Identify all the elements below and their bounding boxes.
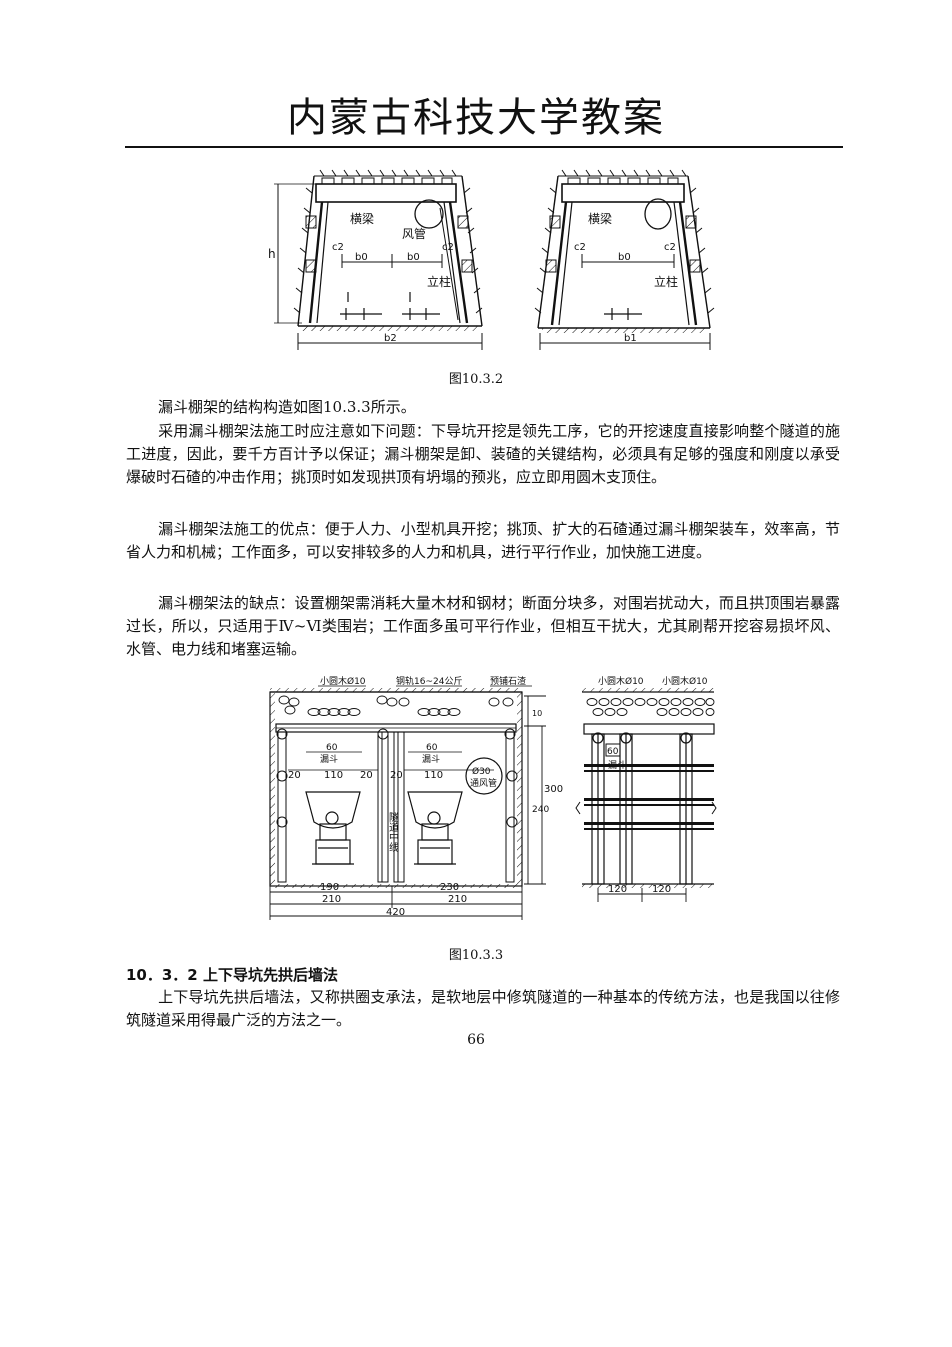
funnel-shed-side-view: 小圆木Ø10 小圆木Ø10 60 漏斗	[575, 675, 717, 902]
dim-300: 300	[544, 784, 563, 795]
right-c2-label-2: c2	[664, 242, 676, 253]
dim-210-right: 210	[448, 894, 467, 905]
left-b0-label-1: b0	[355, 252, 368, 263]
left-b0-label-2: b0	[407, 252, 420, 263]
right-post-label: 立柱	[654, 274, 678, 289]
paragraph-4: 漏斗棚架法的缺点：设置棚架需消耗大量木材和钢材；断面分块多，对围岩扰动大，而且拱…	[126, 594, 840, 658]
right-dim-120-a: 120	[608, 884, 627, 895]
left-c2-label-2: c2	[442, 242, 454, 253]
right-funnel-label: 漏斗	[608, 759, 626, 771]
left-c2-label-1: c2	[332, 242, 344, 253]
figure-10-3-2: 横梁 风管 立柱 h b0 b0 c2 c2 b2	[268, 169, 715, 350]
right-beam-label: 横梁	[588, 211, 612, 226]
funnel-shed-section: 小圆木Ø10 钢轨16~24公斤 预铺石渣	[269, 675, 563, 920]
dim-10: 10	[532, 709, 542, 718]
left-b2-label: b2	[384, 333, 397, 344]
dim-20-a: 20	[288, 770, 301, 781]
dim-110-right: 110	[424, 770, 443, 781]
left-beam-label: 横梁	[350, 211, 374, 226]
right-dim-60: 60	[607, 747, 619, 757]
page-title: 内蒙古科技大学教案	[287, 95, 665, 141]
dim-20-b: 20	[360, 770, 373, 781]
left-duct-label: 风管	[402, 226, 426, 241]
figure-10-3-2-caption: 图10.3.2	[448, 372, 504, 387]
dim-110-left: 110	[324, 770, 343, 781]
left-h-label: h	[268, 247, 276, 261]
funnel-label-right: 漏斗	[422, 753, 440, 765]
pipe-diameter-label: Ø30	[472, 766, 491, 777]
pipe-label: 通风管	[470, 777, 497, 789]
paragraph-3: 漏斗棚架法施工的优点：便于人力、小型机具开挖；挑顶、扩大的石碴通过漏斗棚架装车，…	[126, 520, 840, 561]
dim-240: 240	[532, 805, 549, 815]
dim-60-left: 60	[326, 743, 338, 753]
right-small-log-label-1: 小圆木Ø10	[598, 675, 644, 687]
dim-210-left: 210	[322, 894, 341, 905]
dim-230: 230	[440, 882, 459, 893]
dim-190: 190	[320, 882, 339, 893]
tunnel-center-label: 隧道中线	[387, 811, 399, 852]
right-b0-label: b0	[618, 252, 631, 263]
dim-20-c: 20	[390, 770, 403, 781]
section-heading: 10．3．2 上下导坑先拱后墙法	[126, 966, 338, 984]
right-frame-diagram: 横梁 立柱 b0 c2 c2 b1	[534, 169, 715, 350]
label-small-log: 小圆木Ø10	[320, 675, 366, 687]
figure-10-3-3-caption: 图10.3.3	[448, 948, 504, 963]
section-paragraph: 上下导坑先拱后墙法，又称拱圈支承法，是软地层中修筑隧道的一种基本的传统方法，也是…	[126, 988, 840, 1029]
right-c2-label-1: c2	[574, 242, 586, 253]
figure-10-3-3: 小圆木Ø10 钢轨16~24公斤 预铺石渣	[269, 675, 717, 920]
page-number: 66	[467, 1032, 485, 1048]
paragraph-1: 漏斗棚架的结构构造如图10.3.3所示。	[158, 398, 416, 416]
right-b1-label: b1	[624, 333, 637, 344]
left-frame-diagram: 横梁 风管 立柱 h b0 b0 c2 c2 b2	[268, 169, 483, 350]
right-small-log-label-2: 小圆木Ø10	[662, 675, 708, 687]
title-rule	[125, 146, 843, 148]
dim-420: 420	[386, 907, 405, 918]
funnel-label-left: 漏斗	[320, 753, 338, 765]
left-post-label: 立柱	[427, 274, 451, 289]
label-gravel: 预铺石渣	[490, 675, 526, 687]
right-dim-120-b: 120	[652, 884, 671, 895]
label-rail: 钢轨16~24公斤	[396, 675, 462, 687]
paragraph-2: 采用漏斗棚架法施工时应注意如下问题：下导坑开挖是领先工序，它的开挖速度直接影响整…	[126, 422, 840, 486]
dim-60-right: 60	[426, 743, 438, 753]
